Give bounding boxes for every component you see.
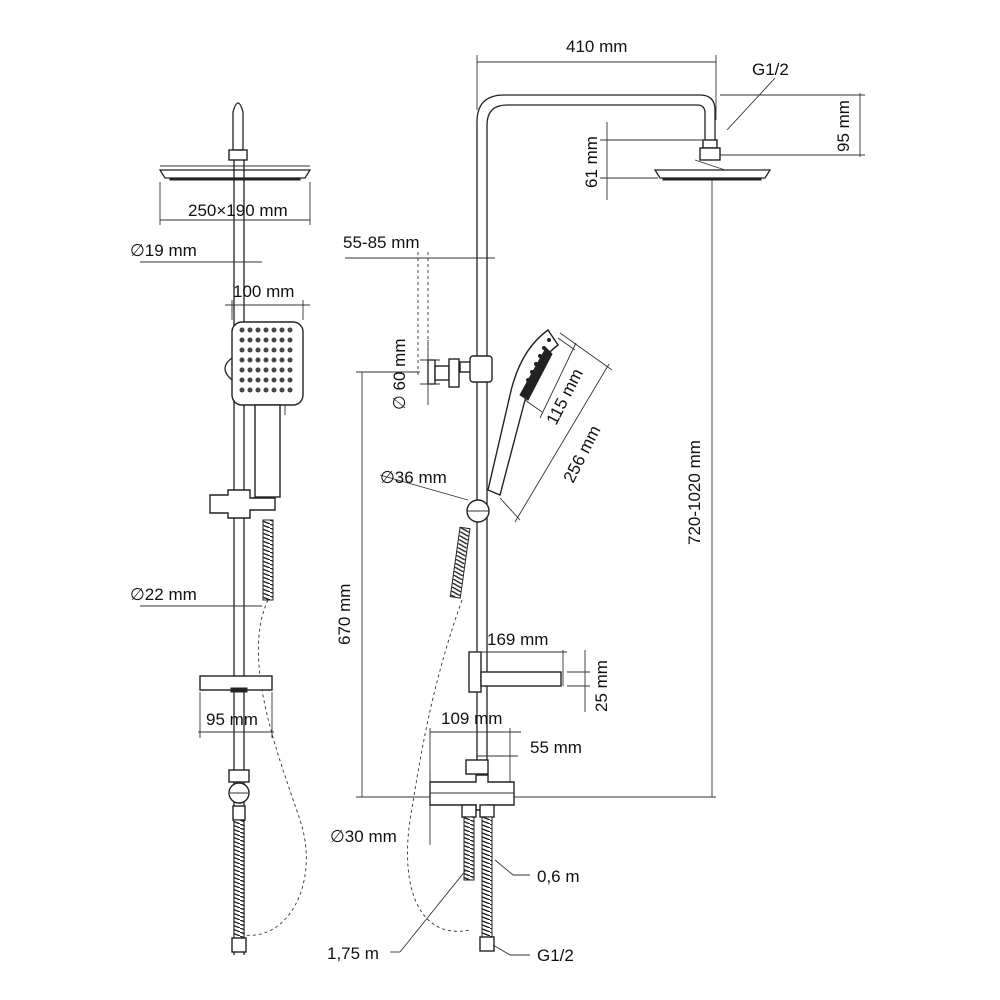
showerhead-nozzles	[169, 177, 301, 181]
label-showerhead-size: 250×190 mm	[188, 201, 288, 220]
label-slider-dia: ∅36 mm	[380, 468, 447, 487]
label-handshower-width: 100 mm	[233, 282, 294, 301]
label-hand-head-len: 115 mm	[543, 366, 587, 428]
label-mixer-len: 109 mm	[441, 709, 502, 728]
label-thread-top: G1/2	[752, 60, 789, 79]
label-hose-long: 1,75 m	[327, 944, 379, 963]
label-head-height: 61 mm	[582, 136, 601, 188]
label-outlet-dia: ∅30 mm	[330, 827, 397, 846]
handshower-nozzle-grid	[239, 327, 293, 393]
label-shelf-width: 95 mm	[206, 710, 258, 729]
label-pipe-dia: ∅19 mm	[130, 241, 197, 260]
label-head-drop: 95 mm	[834, 100, 853, 152]
label-head-width: 410 mm	[566, 37, 627, 56]
label-bar-dia: ∅22 mm	[130, 585, 197, 604]
label-shelf-depth: 169 mm	[487, 630, 548, 649]
hand-nozzle-dots	[526, 338, 551, 382]
label-mixer-height: 670 mm	[335, 584, 354, 645]
front-view: 250×190 mm ∅19 mm 100 mm	[130, 102, 312, 955]
label-mixer-offset: 55 mm	[530, 738, 582, 757]
label-hose-short: 0,6 m	[537, 867, 580, 886]
label-shelf-height: 25 mm	[592, 660, 611, 712]
side-view: 410 mm G1/2 95 mm 61 mm 720-1020 mm 55-	[327, 37, 865, 965]
label-total-height: 720-1020 mm	[685, 440, 704, 545]
label-hand-total-len: 256 mm	[560, 422, 605, 485]
label-holder-dia: ∅ 60 mm	[390, 339, 409, 411]
label-arm-offset: 55-85 mm	[343, 233, 420, 252]
label-thread-bottom: G1/2	[537, 946, 574, 965]
